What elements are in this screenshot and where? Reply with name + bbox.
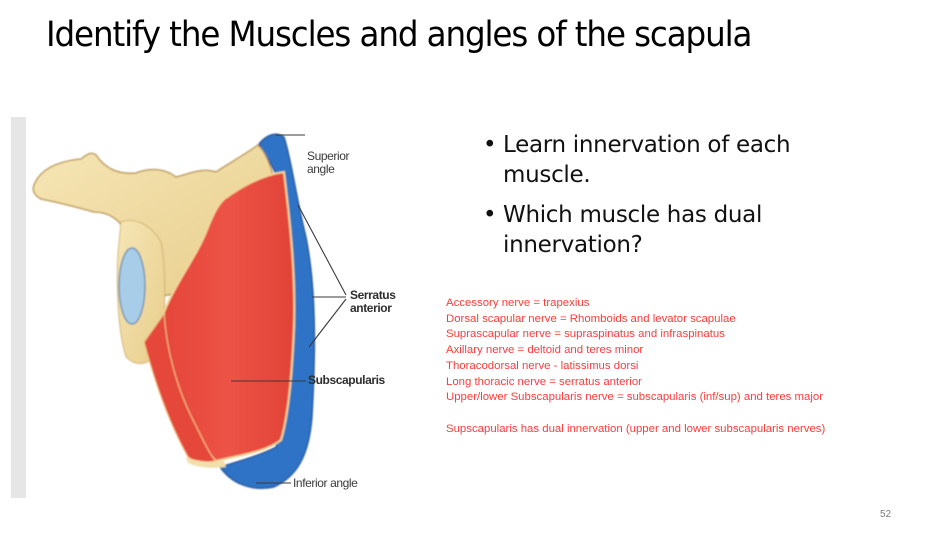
scapula-figure: Superior angle Serratus anterior Subscap… [26,117,431,498]
slide-title: Identify the Muscles and angles of the s… [46,15,752,55]
page-number: 52 [880,509,892,520]
bullet-item: • Which muscle has dual innervation? [483,200,883,260]
note-line: Accessory nerve = trapexius [446,297,590,309]
note-line: Upper/lower Subscapularis nerve = subsca… [446,391,824,404]
bullet-item: • Learn innervation of each muscle. [483,130,883,190]
innervation-notes: Accessory nerve = trapexius Dorsal scapu… [446,296,916,437]
note-line: Dorsal scapular nerve = Rhomboids and le… [446,312,736,325]
note-line: Long thoracic nerve = serratus anterior [446,375,642,388]
note-summary: Supscapularis has dual innervation (uppe… [446,422,826,435]
note-line: Suprascapular nerve = supraspinatus and … [446,328,725,341]
scapula-illustration [32,133,347,489]
label-inferior-angle: Inferior angle [293,476,358,490]
note-line: Thoracodorsal nerve - latissimus dorsi [446,359,639,372]
image-side-bar [11,117,26,498]
label-superior-angle-line2: angle [307,162,335,176]
bullet-list: • Learn innervation of each muscle. • Wh… [483,130,883,270]
note-line: Axillary nerve = deltoid and teres minor [446,344,644,357]
note-spacer [446,406,916,422]
bullet-text: Learn innervation of each muscle. [503,132,791,188]
bullet-dot-icon: • [483,202,497,228]
bullet-text: Which muscle has dual innervation? [503,202,763,258]
bullet-dot-icon: • [483,132,497,158]
label-serratus-anterior-line1: Serratus [350,288,396,302]
label-serratus-anterior-line2: anterior [350,301,392,315]
label-superior-angle-line1: Superior [307,149,350,163]
label-subscapularis: Subscapularis [308,373,385,387]
